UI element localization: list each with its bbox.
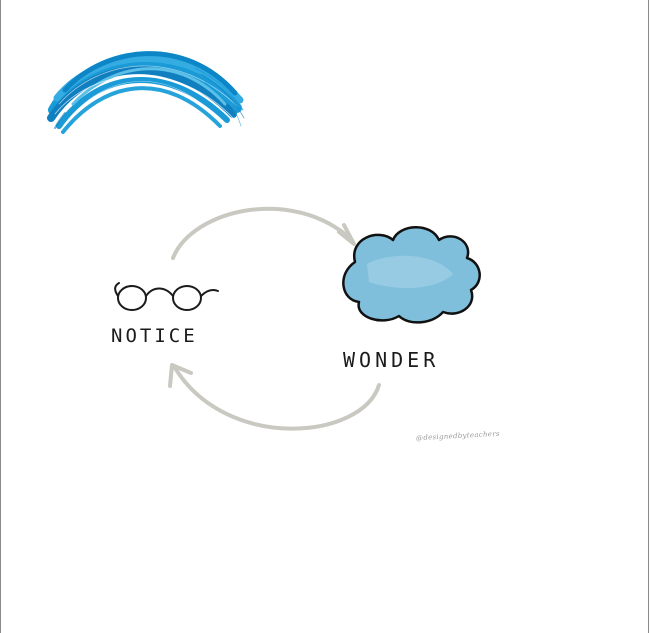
cloud-icon [343,227,479,322]
glasses-icon [115,283,218,310]
notice-label: NOTICE [111,325,198,347]
wonder-label: WONDER [343,348,439,372]
notice-wonder-cycle [97,190,497,455]
blue-brush-stroke-icon [45,38,245,136]
top-arrow [173,209,352,258]
bottom-arrow [175,368,379,429]
